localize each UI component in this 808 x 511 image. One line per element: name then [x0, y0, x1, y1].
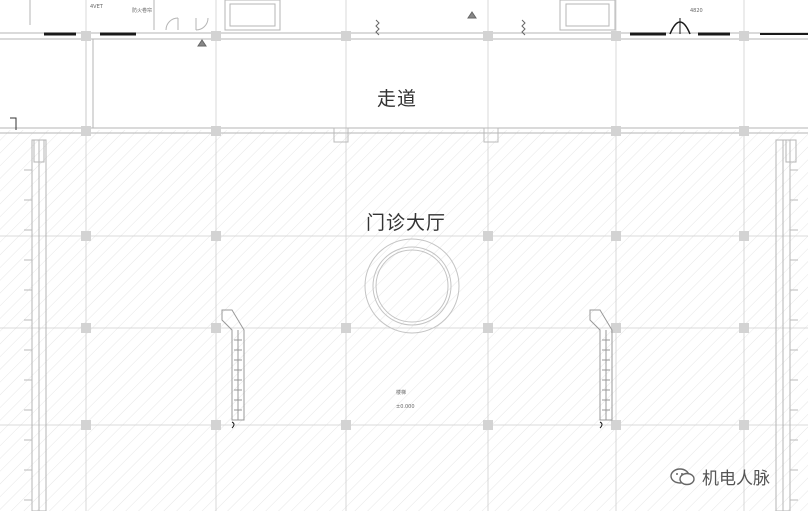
side-walls — [31, 139, 797, 511]
lobby-label: 门诊大厅 — [366, 212, 447, 234]
elevation-mark: ±0.000 — [396, 404, 415, 410]
escalator-right — [589, 309, 613, 429]
watermark: 机电人脉 — [670, 464, 770, 489]
central-round-feature — [364, 238, 460, 334]
top-left-dimension: 4VET — [90, 4, 103, 10]
corridor-label: 走道 — [377, 88, 418, 110]
top-wall — [0, 0, 808, 40]
side-wall-ticks — [24, 169, 798, 501]
corridor-symbols — [197, 11, 526, 47]
top-left-tag: 防火卷帘 — [132, 8, 153, 14]
escalator-left — [221, 309, 245, 429]
columns — [81, 31, 749, 430]
stair-tag: 楼梯 — [396, 390, 407, 396]
wechat-icon — [670, 467, 695, 485]
watermark-text: 机电人脉 — [702, 469, 770, 489]
lobby-floor-hatch — [0, 130, 808, 511]
top-right-dimension: 4820 — [690, 8, 703, 14]
